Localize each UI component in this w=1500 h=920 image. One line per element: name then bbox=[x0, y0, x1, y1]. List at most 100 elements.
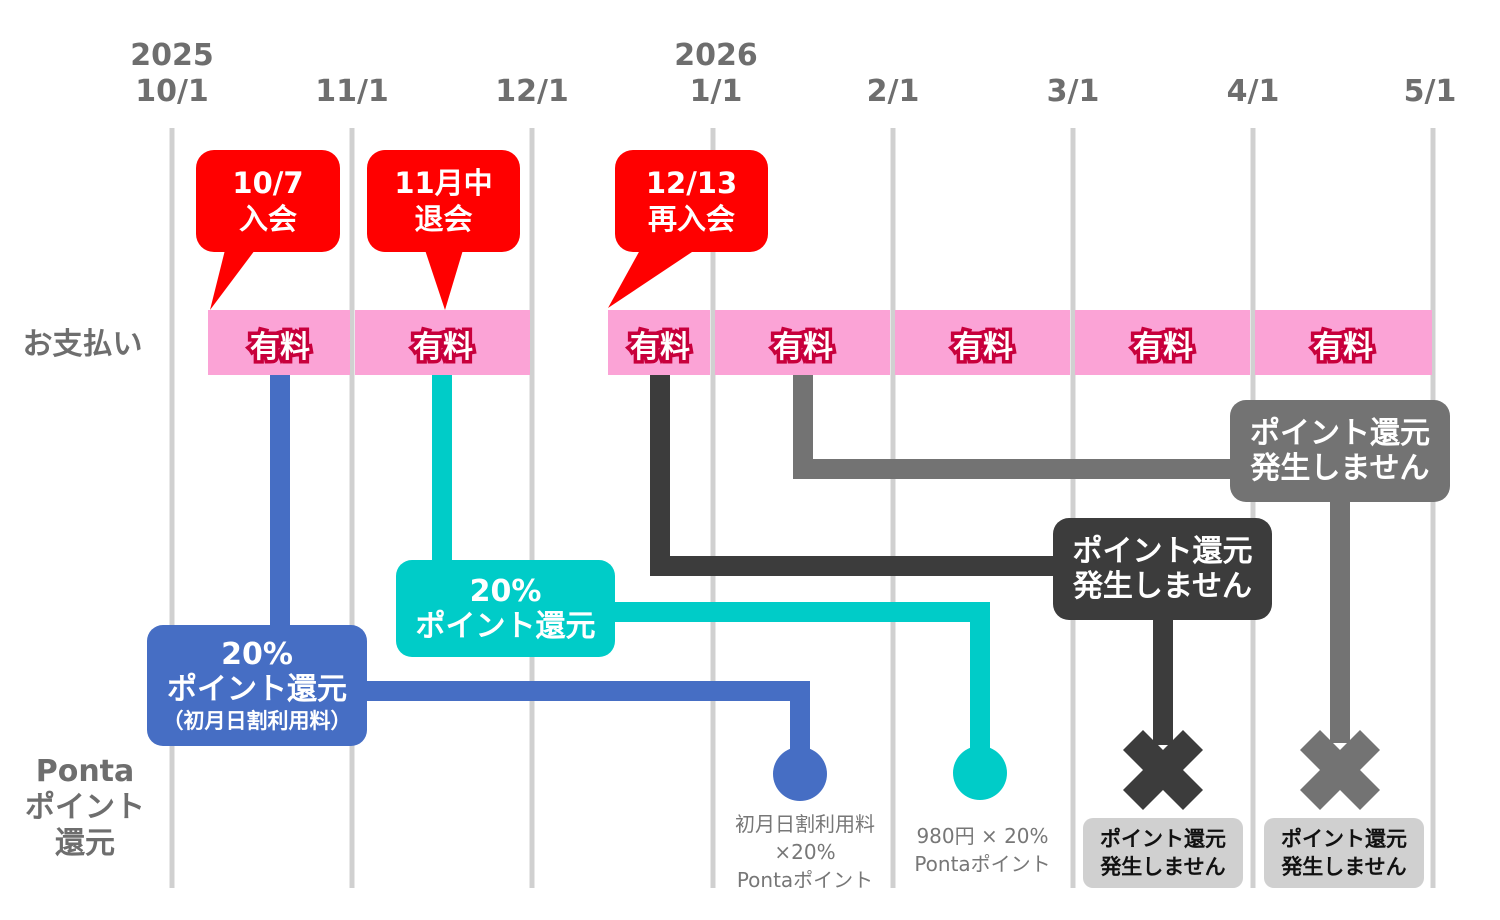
row-label-line: ポイント bbox=[25, 790, 145, 825]
paid-label: 有料 bbox=[247, 327, 314, 369]
row-label-payment: お支払い bbox=[22, 327, 143, 362]
connector bbox=[650, 556, 1060, 576]
result-line: 初月日割利用料 bbox=[735, 812, 875, 836]
box-line: ポイント還元 bbox=[415, 608, 596, 644]
event-date: 11月中 bbox=[394, 166, 493, 200]
dark-flow bbox=[650, 375, 1203, 810]
paid-label: 有料 bbox=[1130, 327, 1197, 369]
box-line: ポイント還元 bbox=[1250, 416, 1430, 451]
date-label: 3/1 bbox=[1003, 74, 1143, 110]
box-line: （初月日割利用料） bbox=[162, 708, 352, 733]
year-label: 2025 bbox=[130, 38, 214, 73]
box-line: 発生しません bbox=[1072, 569, 1253, 604]
result-blue: 初月日割利用料 ×20% Pontaポイント bbox=[715, 810, 895, 894]
connector bbox=[793, 375, 813, 479]
month-label: 2/1 bbox=[866, 74, 920, 109]
month-label: 5/1 bbox=[1403, 74, 1457, 109]
month-label: 3/1 bbox=[1046, 74, 1100, 109]
result-dot-blue bbox=[773, 747, 827, 801]
gray-no-reward-box: ポイント還元 発生しません bbox=[1230, 400, 1450, 502]
connector bbox=[360, 681, 810, 701]
payment-segment bbox=[355, 310, 530, 375]
gray-flow bbox=[793, 375, 1380, 810]
payment-segment bbox=[208, 310, 350, 375]
payment-bar bbox=[208, 310, 1432, 375]
date-label: 4/1 bbox=[1183, 74, 1323, 110]
event-label: 入会 bbox=[238, 202, 297, 236]
payment-segment bbox=[895, 310, 1070, 375]
blue-flow bbox=[270, 375, 827, 801]
callout-leave bbox=[367, 150, 520, 252]
row-label-ponta: Ponta ポイント 還元 bbox=[20, 754, 150, 862]
teal-flow bbox=[432, 375, 1007, 800]
result-line: ポイント還元 bbox=[1281, 827, 1407, 851]
paid-label: 有料 bbox=[770, 327, 837, 369]
box-line: 発生しません bbox=[1250, 451, 1430, 486]
callout-join-tail bbox=[210, 250, 255, 310]
payment-segment bbox=[608, 310, 710, 375]
callout-rejoin bbox=[615, 150, 768, 252]
blue-reward-box: 20% ポイント還元 （初月日割利用料） bbox=[147, 625, 367, 746]
box-line: ポイント還元 bbox=[167, 671, 347, 707]
callout-leave-tail bbox=[425, 250, 463, 310]
result-line: 発生しません bbox=[1100, 855, 1226, 879]
event-date: 10/7 bbox=[232, 166, 304, 200]
teal-reward-box: 20% ポイント還元 bbox=[396, 560, 615, 657]
result-line: Pontaポイント bbox=[736, 868, 874, 892]
paid-label: 有料 bbox=[410, 327, 477, 369]
month-label: 1/1 bbox=[689, 74, 743, 109]
payment-segment bbox=[715, 310, 890, 375]
callout-rejoin-tail bbox=[608, 250, 695, 308]
year-label: 2026 bbox=[674, 38, 758, 73]
x-mark-icon bbox=[1123, 730, 1203, 810]
event-label: 退会 bbox=[414, 202, 473, 236]
box-line: 20% bbox=[221, 636, 293, 672]
event-date: 12/13 bbox=[645, 166, 738, 200]
result-dark: ポイント還元 発生しません bbox=[1083, 818, 1243, 888]
result-line: ×20% bbox=[774, 840, 836, 864]
paid-label: 有料 bbox=[950, 327, 1017, 369]
row-label-line: Ponta bbox=[35, 754, 135, 789]
connector bbox=[1153, 615, 1173, 745]
event-callouts bbox=[196, 150, 768, 310]
result-line: ポイント還元 bbox=[1100, 827, 1226, 851]
paid-label: 有料 bbox=[1310, 327, 1377, 369]
date-label: 12/1 bbox=[462, 74, 602, 110]
connector bbox=[610, 602, 990, 622]
callout-join bbox=[196, 150, 340, 252]
connector bbox=[650, 375, 670, 576]
payment-segment bbox=[1255, 310, 1432, 375]
month-label: 4/1 bbox=[1226, 74, 1280, 109]
date-label: 2/1 bbox=[823, 74, 963, 110]
result-gray: ポイント還元 発生しません bbox=[1264, 818, 1424, 888]
box-line: ポイント還元 bbox=[1072, 534, 1253, 569]
date-label: 11/1 bbox=[282, 74, 422, 110]
connector bbox=[1330, 498, 1350, 743]
result-teal: 980円 × 20% Pontaポイント bbox=[895, 822, 1070, 878]
payment-segment bbox=[1075, 310, 1250, 375]
month-label: 10/1 bbox=[135, 74, 209, 109]
x-mark-icon bbox=[1300, 730, 1380, 810]
result-line: 発生しません bbox=[1281, 855, 1407, 879]
result-line: 980円 × 20% bbox=[916, 824, 1049, 848]
paid-label: 有料 bbox=[627, 327, 694, 369]
month-gridlines bbox=[169, 128, 1436, 888]
result-line: Pontaポイント bbox=[914, 852, 1051, 876]
box-line: 20% bbox=[469, 573, 542, 609]
connector bbox=[793, 459, 1238, 479]
row-label-line: 還元 bbox=[55, 826, 115, 861]
event-leave: 11月中退会 bbox=[367, 165, 520, 237]
connector bbox=[432, 375, 452, 565]
month-label: 12/1 bbox=[495, 74, 569, 109]
result-dot-teal bbox=[953, 746, 1007, 800]
date-label: 5/1 bbox=[1360, 74, 1500, 110]
connector bbox=[270, 375, 290, 627]
event-label: 再入会 bbox=[647, 202, 735, 236]
month-label: 11/1 bbox=[315, 74, 389, 109]
